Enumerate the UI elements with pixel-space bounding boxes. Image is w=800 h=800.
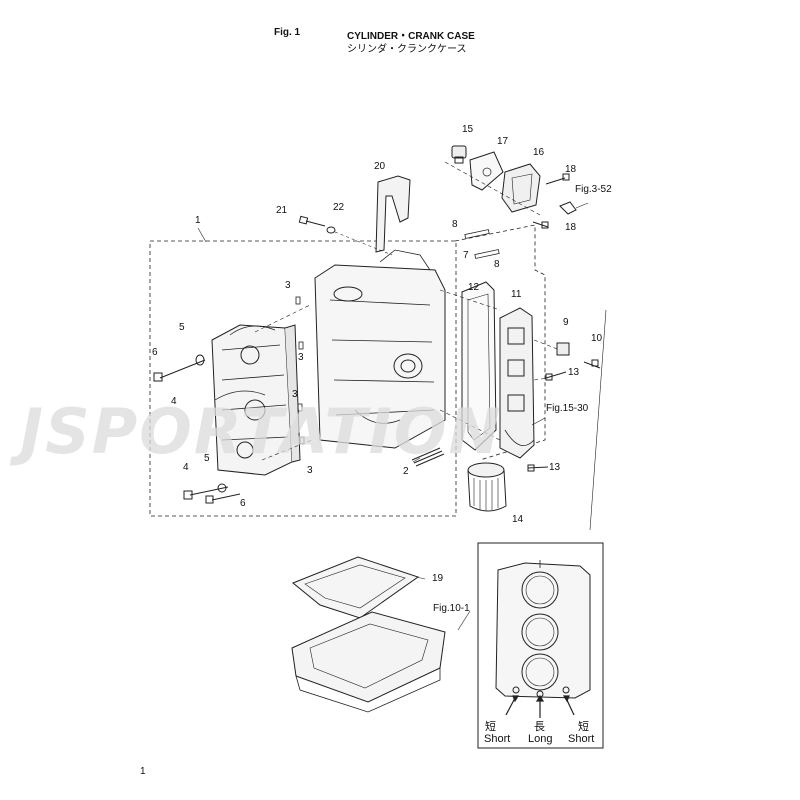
cylinder-block-left (211, 324, 301, 476)
inset-right-jp: 短 (578, 721, 589, 733)
callout-3: 3 (292, 389, 298, 400)
gasket-12 (461, 281, 497, 451)
ref-fig-10-1[interactable]: Fig.10-1 (433, 603, 470, 614)
inset-cylinder-head-view (495, 560, 591, 699)
callout-8: 8 (494, 259, 500, 270)
ref-fig-3-52[interactable]: Fig.3-52 (575, 184, 612, 195)
callout-18: 18 (565, 164, 577, 175)
callout-13: 13 (568, 367, 580, 378)
page-title-jp: シリンダ・クランクケース (347, 44, 467, 55)
washer-22 (326, 226, 336, 234)
cover-11 (499, 307, 535, 459)
cover-16 (501, 163, 541, 213)
callout-19: 19 (432, 573, 444, 584)
bolt-4-lower (183, 486, 229, 500)
crank-case (314, 249, 446, 449)
callout-20: 20 (374, 161, 386, 172)
oil-pan (291, 611, 446, 713)
callout-18: 18 (565, 222, 577, 233)
bracket-20 (375, 175, 411, 253)
dowel-3 (295, 296, 305, 445)
callout-1: 1 (195, 215, 201, 226)
callout-22: 22 (333, 202, 345, 213)
callout-15: 15 (462, 124, 474, 135)
callout-9: 9 (563, 317, 569, 328)
bolt-6-lower (205, 493, 241, 504)
clip-fig3-52 (559, 201, 577, 215)
callout-4: 4 (183, 462, 189, 473)
callout-3: 3 (307, 465, 313, 476)
dowel-8 (464, 229, 500, 259)
page-title: CYLINDER・CRANK CASE (347, 31, 475, 42)
bolt-21 (298, 215, 326, 227)
callout-14: 14 (512, 514, 524, 525)
bolt-18a (545, 173, 570, 185)
callout-7: 7 (463, 250, 469, 261)
callout-3: 3 (285, 280, 291, 291)
callout-16: 16 (533, 147, 545, 158)
callout-5: 5 (204, 453, 210, 464)
bolt-18b (532, 221, 549, 229)
part-9 (556, 342, 570, 356)
callout-10: 10 (591, 333, 603, 344)
watermark: JSPORTATION (20, 395, 503, 468)
part-15 (451, 145, 467, 164)
callout-6: 6 (240, 498, 246, 509)
gasket-19 (292, 556, 420, 619)
callout-6: 6 (152, 347, 158, 358)
inset-center-jp: 長 (534, 721, 545, 733)
bolt-10 (583, 359, 601, 369)
callout-12: 12 (468, 282, 480, 293)
bolt-4-upper (153, 359, 206, 382)
callout-4: 4 (171, 396, 177, 407)
inset-arrows (505, 694, 575, 718)
washer-5-lower (217, 483, 227, 493)
callout-11: 11 (511, 289, 522, 300)
assembly-boundary (149, 240, 457, 517)
gasket-17 (469, 151, 504, 191)
inset-left-jp: 短 (485, 721, 496, 733)
page-number: 1 (140, 766, 146, 777)
callout-8: 8 (452, 219, 458, 230)
figure-number: Fig. 1 (274, 27, 301, 38)
callout-13: 13 (549, 462, 561, 473)
callout-3: 3 (298, 352, 304, 363)
callout-17: 17 (497, 136, 509, 147)
callout-21: 21 (276, 205, 288, 216)
callout-5: 5 (179, 322, 185, 333)
bolt-13b (527, 464, 549, 472)
bolt-13a (545, 371, 567, 381)
ref-fig-15-30[interactable]: Fig.15-30 (546, 403, 589, 414)
washer-5-upper (195, 354, 205, 366)
inset-right-en: Short (568, 733, 595, 745)
inset-left-en: Short (484, 733, 511, 745)
inset-frame (477, 542, 604, 749)
oil-filter-14 (467, 462, 507, 512)
inset-center-en: Long (528, 733, 553, 745)
callout-2: 2 (403, 466, 409, 477)
spring-2 (411, 447, 445, 467)
